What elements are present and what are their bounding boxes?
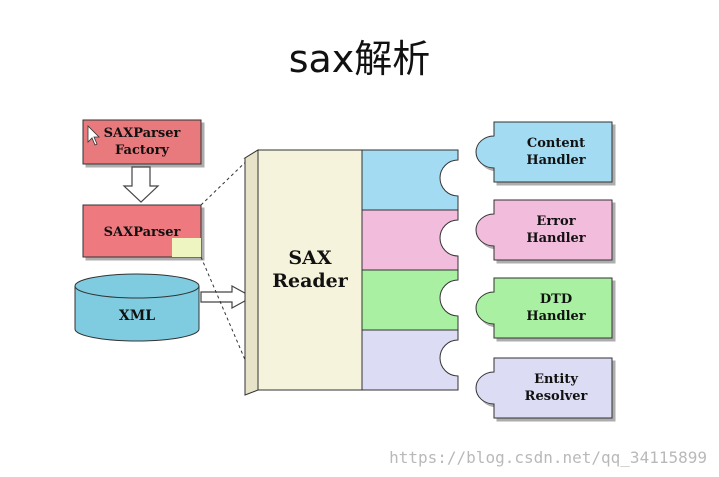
right-arrow — [200, 284, 254, 310]
slot-dtd-handler — [361, 269, 459, 331]
reader-label-line2: Reader — [272, 270, 349, 292]
entity-resolver-box: Entity Resolver — [475, 357, 613, 419]
watermark-url: https://blog.csdn.net/qq_34115899 — [389, 448, 707, 467]
slot-content-handler — [361, 149, 459, 211]
saxparser-box: SAXParser — [82, 204, 202, 258]
factory-rect — [82, 119, 202, 165]
saxparser-factory-box: SAXParser Factory — [82, 119, 202, 165]
content-handler-line1: Content — [527, 136, 585, 151]
reader-side-face — [244, 149, 259, 396]
factory-label-line2: Factory — [115, 143, 169, 158]
factory-label-line1: SAXParser — [104, 126, 181, 141]
content-handler-shape — [475, 121, 613, 183]
dtd-handler-line1: DTD — [540, 292, 572, 307]
entity-resolver-line2: Resolver — [525, 389, 588, 404]
dtd-handler-box: DTD Handler — [475, 277, 613, 339]
xml-label: XML — [119, 308, 155, 324]
xml-cylinder: XML — [74, 273, 200, 342]
parser-label: SAXParser — [104, 225, 181, 240]
slot-entity-resolver — [361, 329, 459, 391]
slot-error-handler — [361, 209, 459, 271]
dtd-handler-line2: Handler — [526, 309, 585, 324]
xml-body — [74, 286, 200, 342]
error-handler-line2: Handler — [526, 231, 585, 246]
content-handler-line2: Handler — [526, 153, 585, 168]
sax-reader-box: SAX Reader — [257, 149, 363, 391]
reader-label-line1: SAX — [288, 247, 331, 269]
cursor-icon — [87, 125, 100, 146]
page-title: sax解析 — [288, 37, 431, 81]
dtd-handler-shape — [475, 277, 613, 339]
xml-top — [74, 273, 200, 299]
entity-resolver-line1: Entity — [534, 372, 578, 387]
entity-resolver-shape — [475, 357, 613, 419]
error-handler-box: Error Handler — [475, 199, 613, 261]
parser-corner — [172, 238, 201, 257]
error-handler-shape — [475, 199, 613, 261]
content-handler-box: Content Handler — [475, 121, 613, 183]
error-handler-line1: Error — [536, 214, 575, 229]
reader-rect — [257, 149, 363, 391]
down-arrow — [122, 166, 160, 203]
